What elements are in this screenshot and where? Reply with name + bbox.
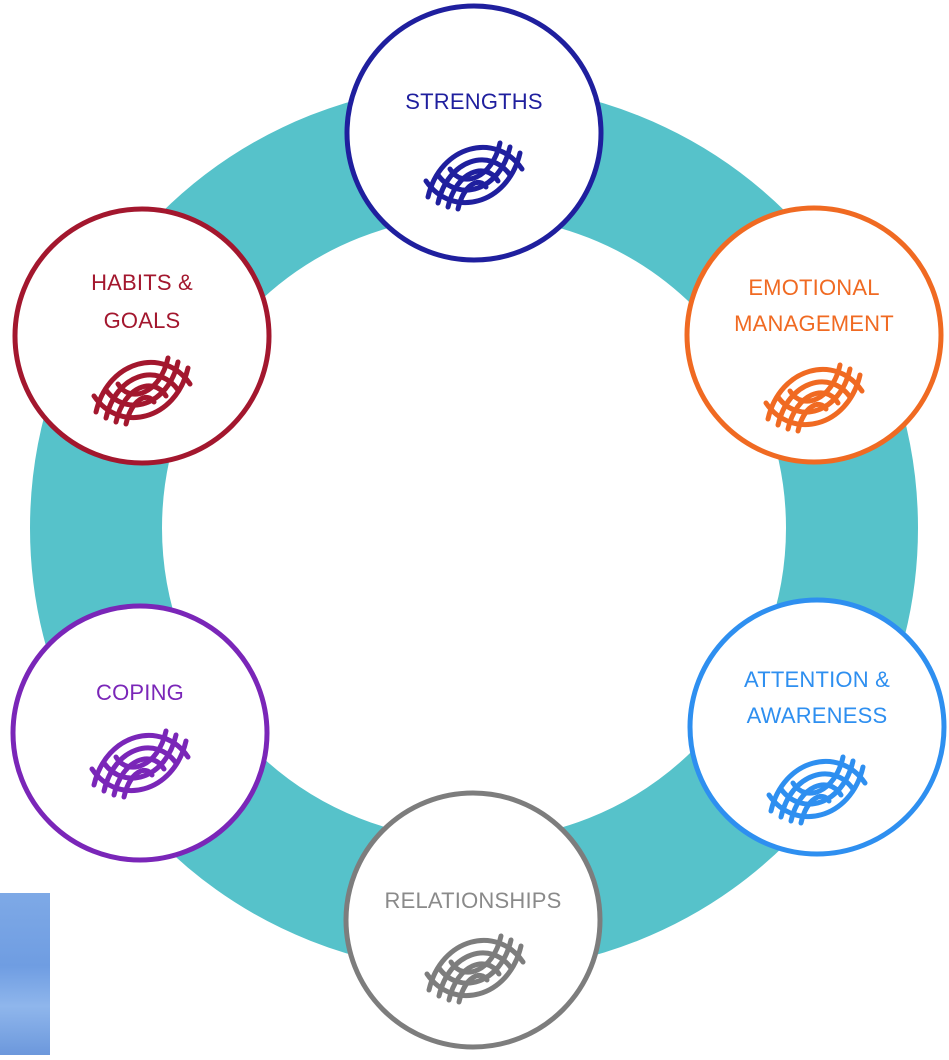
node-emotional-label-2: MANAGEMENT [734, 311, 894, 336]
node-attention-label-1: ATTENTION & [744, 667, 890, 692]
node-emotional-label-1: EMOTIONAL [748, 275, 879, 300]
node-strengths[interactable]: STRENGTHS [344, 3, 604, 263]
node-attention-label-2: AWARENESS [747, 703, 888, 728]
node-emotional-management[interactable]: EMOTIONAL MANAGEMENT [684, 205, 944, 465]
corner-photo-fragment [0, 893, 50, 1055]
node-relationships[interactable]: RELATIONSHIPS [343, 790, 603, 1050]
node-coping[interactable]: COPING [10, 603, 270, 863]
node-habits-goals[interactable]: HABITS & GOALS [12, 206, 272, 466]
node-habits-label-1: HABITS & [91, 270, 193, 295]
node-attention-awareness[interactable]: ATTENTION & AWARENESS [687, 597, 947, 857]
node-strengths-label: STRENGTHS [405, 89, 542, 114]
node-relationships-label: RELATIONSHIPS [384, 888, 561, 913]
node-coping-label: COPING [96, 680, 184, 705]
node-habits-label-2: GOALS [104, 308, 181, 333]
